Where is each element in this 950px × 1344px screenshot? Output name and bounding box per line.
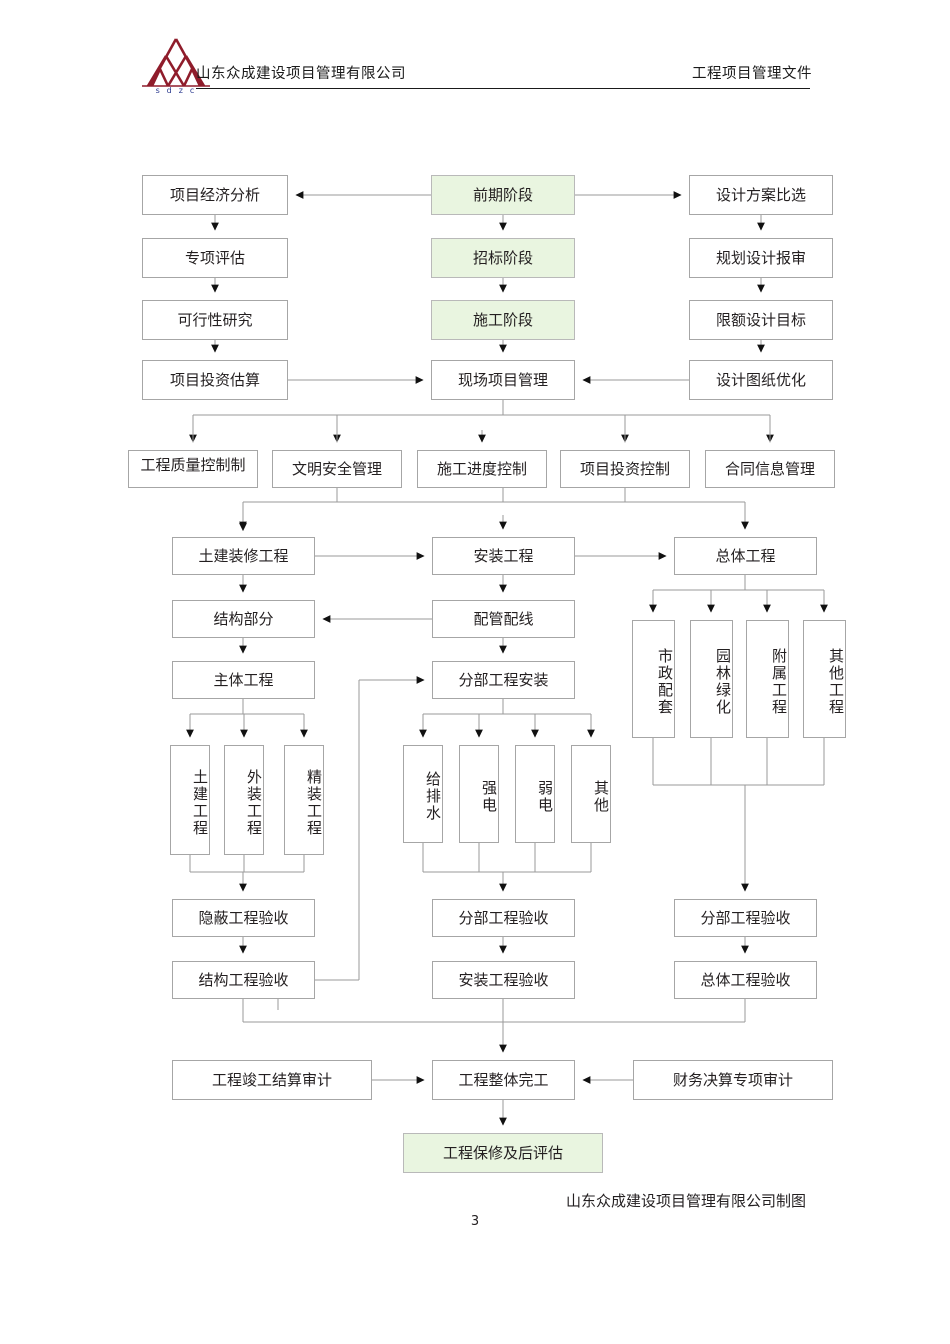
node-feasibility-study[interactable]: 可行性研究 bbox=[142, 300, 288, 340]
bus-install-fan bbox=[422, 699, 592, 728]
bus-branches bbox=[242, 488, 746, 515]
node-exterior-decoration[interactable]: 外装工程 bbox=[224, 745, 264, 855]
node-stage-construction[interactable]: 施工阶段 bbox=[431, 300, 575, 340]
bus-right-vertical-merge bbox=[652, 738, 825, 882]
header-company-name: 山东众成建设项目管理有限公司 bbox=[196, 66, 406, 82]
node-civil-decoration-works[interactable]: 土建装修工程 bbox=[172, 537, 315, 575]
node-structure-part[interactable]: 结构部分 bbox=[172, 600, 315, 638]
logo-wordmark: s d z c bbox=[156, 86, 197, 94]
node-warranty-post-evaluation[interactable]: 工程保修及后评估 bbox=[403, 1133, 603, 1173]
node-civil-engineering[interactable]: 土建工程 bbox=[170, 745, 210, 855]
bus-bottom-merge bbox=[242, 999, 746, 1040]
page-header: s d z c 山东众成建设项目管理有限公司 工程项目管理文件 bbox=[0, 0, 950, 110]
node-financial-settlement-audit[interactable]: 财务决算专项审计 bbox=[633, 1060, 833, 1100]
node-stage-bidding[interactable]: 招标阶段 bbox=[431, 238, 575, 278]
node-other-installation[interactable]: 其他 bbox=[571, 745, 611, 843]
node-installation-works[interactable]: 安装工程 bbox=[432, 537, 575, 575]
bus-overall-fan bbox=[652, 575, 825, 603]
node-fine-decoration[interactable]: 精装工程 bbox=[284, 745, 324, 855]
node-investment-control[interactable]: 项目投资控制 bbox=[560, 450, 690, 488]
page-number: 3 bbox=[470, 1214, 480, 1229]
node-structure-works-acceptance[interactable]: 结构工程验收 bbox=[172, 961, 315, 999]
node-special-evaluation[interactable]: 专项评估 bbox=[142, 238, 288, 278]
header-document-title: 工程项目管理文件 bbox=[692, 66, 812, 82]
drawing-credit: 山东众成建设项目管理有限公司制图 bbox=[566, 1192, 807, 1210]
route-struct-up-to-install bbox=[315, 680, 360, 981]
node-piping-wiring[interactable]: 配管配线 bbox=[432, 600, 575, 638]
bus-main-fan bbox=[189, 699, 305, 728]
node-weak-electricity[interactable]: 弱电 bbox=[515, 745, 555, 843]
node-contract-info-management[interactable]: 合同信息管理 bbox=[705, 450, 835, 488]
node-installation-acceptance[interactable]: 安装工程验收 bbox=[432, 961, 575, 999]
node-municipal-facilities[interactable]: 市政配套 bbox=[632, 620, 675, 738]
bus-controls bbox=[192, 400, 771, 442]
node-overall-completion[interactable]: 工程整体完工 bbox=[432, 1060, 575, 1100]
node-safety-management[interactable]: 文明安全管理 bbox=[272, 450, 402, 488]
node-sub-works-acceptance-mid[interactable]: 分部工程验收 bbox=[432, 899, 575, 937]
node-schedule-control[interactable]: 施工进度控制 bbox=[417, 450, 547, 488]
node-landscaping[interactable]: 园林绿化 bbox=[690, 620, 733, 738]
node-strong-electricity[interactable]: 强电 bbox=[459, 745, 499, 843]
bus-mid-vertical-merge bbox=[422, 843, 592, 882]
node-design-drawing-optimization[interactable]: 设计图纸优化 bbox=[689, 360, 833, 400]
node-quality-control[interactable]: 工程质量控制制 bbox=[128, 450, 258, 488]
node-limit-design-target[interactable]: 限额设计目标 bbox=[689, 300, 833, 340]
node-project-economic-analysis[interactable]: 项目经济分析 bbox=[142, 175, 288, 215]
node-ancillary-works[interactable]: 附属工程 bbox=[746, 620, 789, 738]
company-logo-icon: s d z c bbox=[142, 38, 210, 94]
node-water-supply-drainage[interactable]: 给排水 bbox=[403, 745, 443, 843]
node-site-project-management[interactable]: 现场项目管理 bbox=[431, 360, 575, 400]
node-design-scheme-comparison[interactable]: 设计方案比选 bbox=[689, 175, 833, 215]
node-completion-settlement-audit[interactable]: 工程竣工结算审计 bbox=[172, 1060, 372, 1100]
node-project-investment-estimate[interactable]: 项目投资估算 bbox=[142, 360, 288, 400]
node-other-works[interactable]: 其他工程 bbox=[803, 620, 846, 738]
node-sub-works-acceptance-right[interactable]: 分部工程验收 bbox=[674, 899, 817, 937]
node-stage-preliminary[interactable]: 前期阶段 bbox=[431, 175, 575, 215]
bus-left-vertical-merge bbox=[189, 855, 305, 882]
header-divider bbox=[196, 88, 810, 89]
node-sub-works-installation[interactable]: 分部工程安装 bbox=[432, 661, 575, 699]
node-planning-design-review[interactable]: 规划设计报审 bbox=[689, 238, 833, 278]
node-main-structure-works[interactable]: 主体工程 bbox=[172, 661, 315, 699]
node-overall-works-acceptance[interactable]: 总体工程验收 bbox=[674, 961, 817, 999]
node-overall-works[interactable]: 总体工程 bbox=[674, 537, 817, 575]
node-concealed-works-acceptance[interactable]: 隐蔽工程验收 bbox=[172, 899, 315, 937]
bus-controls-down bbox=[336, 488, 626, 502]
